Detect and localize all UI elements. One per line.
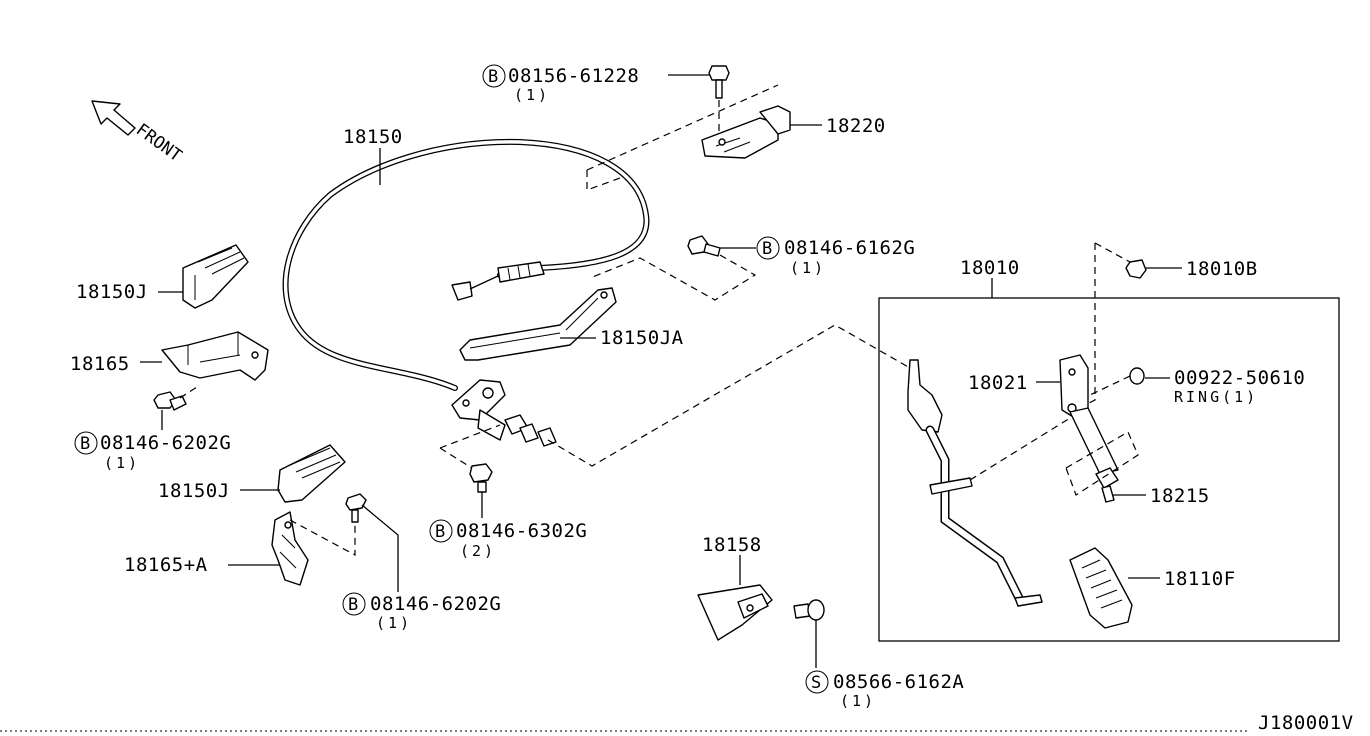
fastener-qty: (1) — [104, 454, 140, 472]
fastener-number-08156-61228: 08156-61228 — [508, 65, 639, 87]
fastener-qty: (1) — [790, 259, 826, 277]
fastener-number-08146-6202G-bottom: 08146-6202G — [370, 593, 501, 615]
front-arrow-icon — [91, 100, 136, 136]
bolt-08146-6202G-bottom[interactable] — [345, 493, 367, 523]
bolt-08146-6302G[interactable] — [469, 463, 493, 493]
bolt-symbol-icon: B — [74, 431, 98, 455]
front-label: FRONT — [132, 120, 185, 166]
fastener-qty: (1) — [376, 614, 412, 632]
fastener-number-08146-6162G: 08146-6162G — [784, 237, 915, 259]
bolt-08146-6202G-top[interactable] — [153, 391, 187, 411]
bolt-08156-61228[interactable] — [708, 65, 730, 99]
part-number-18150: 18150 — [343, 126, 403, 148]
part-number-18158: 18158 — [702, 534, 762, 556]
bracket-18021[interactable] — [1059, 354, 1119, 475]
accelerator-cable[interactable] — [282, 138, 650, 391]
part-number-00922-50610: 00922-50610 — [1174, 367, 1305, 389]
cable-end-bracket[interactable] — [451, 379, 557, 447]
bracket-18165A[interactable] — [271, 511, 309, 586]
diagram-code: J180001V — [1258, 712, 1354, 734]
stopper-18215[interactable] — [1095, 467, 1119, 503]
part-number-18010B: 18010B — [1186, 258, 1258, 280]
bracket-18150JA[interactable] — [459, 287, 617, 361]
assembly-box-18010 — [878, 297, 1340, 642]
ring-qty: RING(1) — [1174, 388, 1258, 406]
svg-text:S: S — [811, 673, 821, 693]
svg-text:B: B — [762, 239, 772, 259]
part-number-18150JA: 18150JA — [600, 327, 684, 349]
cover-18158[interactable] — [697, 584, 773, 641]
part-number-18220: 18220 — [826, 115, 886, 137]
part-number-18165: 18165 — [70, 353, 130, 375]
bolt-symbol-icon: B — [482, 64, 506, 88]
fastener-qty: (1) — [514, 86, 550, 104]
part-number-18165A: 18165+A — [124, 554, 208, 576]
bolt-symbol-icon: B — [429, 519, 453, 543]
part-number-18010: 18010 — [960, 257, 1020, 279]
svg-text:B: B — [348, 595, 358, 615]
part-number-18021: 18021 — [968, 372, 1028, 394]
part-number-18110F: 18110F — [1164, 568, 1236, 590]
svg-text:B: B — [435, 522, 445, 542]
bracket-18165[interactable] — [161, 331, 269, 381]
ring-00922-50610[interactable] — [1129, 367, 1145, 385]
bolt-08146-6162G[interactable] — [687, 235, 721, 257]
cable-clip-18150J-bottom[interactable] — [277, 444, 346, 503]
fastener-number-08566-6162A: 08566-6162A — [833, 671, 964, 693]
svg-text:B: B — [80, 434, 90, 454]
fastener-qty: (1) — [840, 692, 876, 710]
pedal-pad-18110F[interactable] — [1069, 547, 1133, 629]
fastener-qty: (2) — [460, 542, 496, 560]
screw-symbol-icon: S — [805, 670, 829, 694]
fastener-number-08146-6302G: 08146-6302G — [456, 520, 587, 542]
nut-18010B[interactable] — [1125, 259, 1147, 279]
screw-08566-6162A[interactable] — [793, 599, 825, 621]
part-number-18150J-top: 18150J — [76, 281, 148, 303]
accelerator-pedal-arm[interactable] — [907, 359, 1043, 607]
part-number-18150J-bottom: 18150J — [158, 480, 230, 502]
cable-clip-18150J-top[interactable] — [182, 244, 249, 309]
fastener-number-08146-6202G: 08146-6202G — [100, 432, 231, 454]
clip-18220[interactable] — [701, 105, 791, 159]
bolt-symbol-icon: B — [756, 236, 780, 260]
bolt-symbol-icon: B — [342, 592, 366, 616]
part-number-18215: 18215 — [1150, 485, 1210, 507]
svg-text:B: B — [488, 67, 498, 87]
